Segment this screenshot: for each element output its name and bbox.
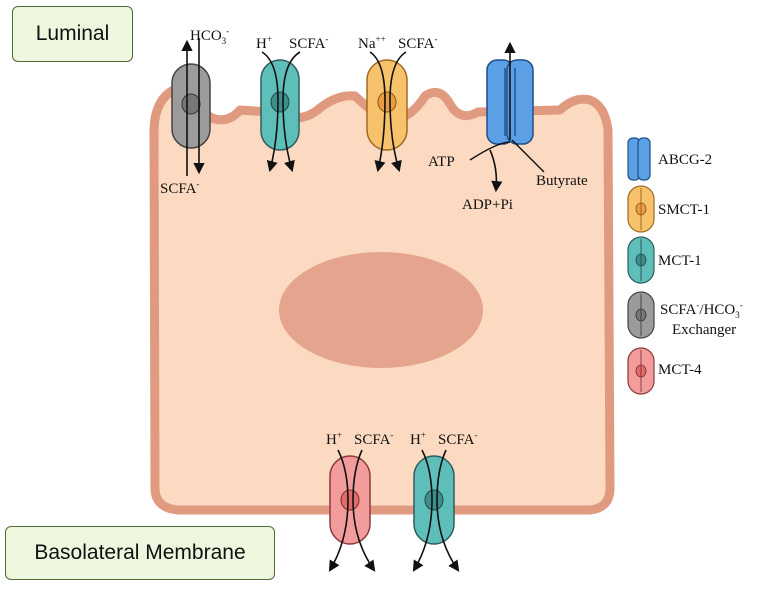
abcg2-transporter xyxy=(469,41,545,193)
legend-mct4-label: MCT-4 xyxy=(658,362,702,378)
legend-exchanger-line2: Exchanger xyxy=(672,322,736,338)
exchanger-transporter xyxy=(171,38,211,176)
legend: ABCG-2 SMCT-1 MCT-1 SCFA-/HCO3- Exchange… xyxy=(627,137,743,395)
butyrate-label: Butyrate xyxy=(536,173,588,189)
h-mct4-label: H+ xyxy=(326,430,342,448)
smct1-transporter xyxy=(366,51,408,173)
scfa-exchanger-label: SCFA- xyxy=(160,179,199,197)
na-label: Na++ xyxy=(358,34,386,52)
h-apical-label: H+ xyxy=(256,34,272,52)
legend-mct1: MCT-1 xyxy=(627,236,702,284)
h-mct1-baso-label: H+ xyxy=(410,430,426,448)
legend-abcg2-label: ABCG-2 xyxy=(658,152,712,168)
scfa-mct1-baso-label: SCFA- xyxy=(438,430,477,448)
legend-mct4: MCT-4 xyxy=(627,347,702,395)
hco3-label: HCO3- xyxy=(190,26,229,46)
mct4-basolateral-transporter xyxy=(328,449,376,572)
scfa-smct1-label: SCFA- xyxy=(398,34,437,52)
adp-label: ADP+Pi xyxy=(462,197,513,213)
mct1-basolateral-transporter xyxy=(412,449,460,572)
legend-smct1: SMCT-1 xyxy=(627,185,710,233)
legend-smct1-label: SMCT-1 xyxy=(658,202,710,218)
legend-exchanger-label: SCFA-/HCO3- xyxy=(660,300,743,320)
legend-mct1-label: MCT-1 xyxy=(658,253,702,269)
legend-abcg2: ABCG-2 xyxy=(627,137,712,181)
basolateral-membrane-label: Basolateral Membrane xyxy=(5,526,275,580)
atp-label: ATP xyxy=(428,154,455,170)
scfa-mct4-label: SCFA- xyxy=(354,430,393,448)
nucleus xyxy=(279,252,483,368)
luminal-label: Luminal xyxy=(12,6,133,62)
legend-exchanger: SCFA-/HCO3- Exchanger xyxy=(627,291,743,339)
scfa-mct1-label: SCFA- xyxy=(289,34,328,52)
mct1-apical-transporter xyxy=(260,51,301,173)
